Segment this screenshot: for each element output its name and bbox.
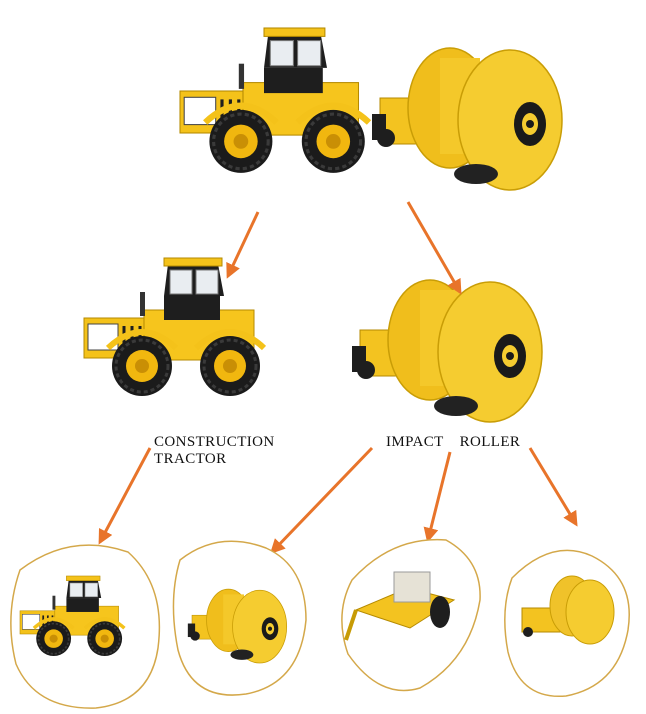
leaf-2 [173,541,306,695]
root-node-image [180,28,562,190]
arrow-roller-to-leaf2 [272,448,372,552]
construction-tractor-label: CONSTRUCTION TRACTOR [154,434,275,468]
leaf-1 [11,545,160,708]
arrow-roller-to-leaf4 [530,448,576,524]
roller-node-image [352,280,542,422]
arrow-root-to-roller [408,202,460,292]
arrow-root-to-tractor [228,212,258,276]
arrow-tractor-to-leaf1 [100,448,150,542]
impact-roller-label: IMPACT ROLLER [386,434,520,451]
construction-tractor-label-line2: TRACTOR [154,451,275,468]
leaf-3 [342,540,480,691]
tractor-node-image [84,258,264,396]
construction-tractor-label-line1: CONSTRUCTION [154,434,275,451]
arrow-roller-to-leaf3 [428,452,450,540]
leaf-4 [505,550,629,696]
